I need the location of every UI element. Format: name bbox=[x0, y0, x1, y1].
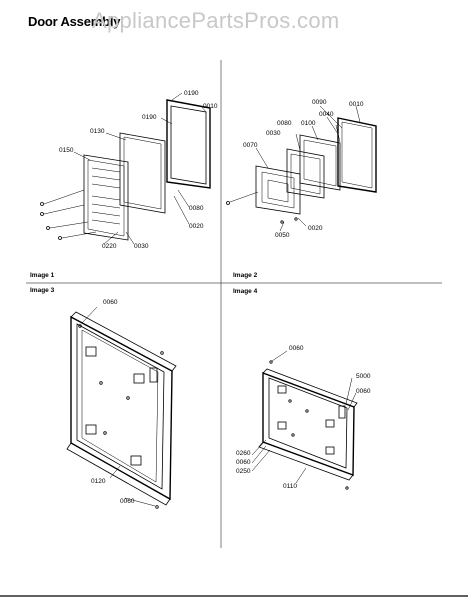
image4-label: Image 4 bbox=[233, 288, 258, 295]
callout-image2-0030: 0030 bbox=[266, 130, 281, 137]
callout-image2-0050: 0050 bbox=[275, 232, 290, 239]
callout-image3-0060a: 0060 bbox=[103, 299, 118, 306]
image2-label: Image 2 bbox=[233, 272, 258, 279]
image1-label: Image 1 bbox=[30, 272, 55, 279]
callout-image2-0070: 0070 bbox=[243, 142, 258, 149]
callout-image4-5000: 5000 bbox=[356, 373, 371, 380]
callout-image1-0190b: 0190 bbox=[142, 114, 157, 121]
callout-image3-0120: 0120 bbox=[91, 478, 106, 485]
watermark: AppliancePartsPros.com bbox=[92, 8, 340, 33]
image3-drawing bbox=[66, 306, 177, 509]
callout-image4-0060a: 0060 bbox=[289, 345, 304, 352]
callout-image2-0090: 0090 bbox=[312, 99, 327, 106]
callout-image4-0260: 0260 bbox=[236, 450, 251, 457]
callout-image1-0020: 0020 bbox=[189, 223, 204, 230]
callout-image1-0010: 0010 bbox=[203, 103, 218, 110]
callout-image4-0250: 0250 bbox=[236, 468, 251, 475]
callout-image2-0080: 0080 bbox=[277, 120, 292, 127]
callout-image2-0040: 0040 bbox=[319, 111, 334, 118]
callout-image1-0030: 0030 bbox=[134, 243, 149, 250]
callout-image1-0220: 0220 bbox=[102, 243, 117, 250]
image4-drawing bbox=[251, 350, 358, 490]
callout-image4-0110: 0110 bbox=[283, 483, 297, 490]
callout-image4-0060c: 0060 bbox=[236, 459, 251, 466]
callout-image1-0130: 0130 bbox=[90, 128, 105, 135]
callout-image3-0060b: 0060 bbox=[120, 498, 135, 505]
callout-image4-0060b: 0060 bbox=[356, 388, 371, 395]
callout-image2-0010: 0010 bbox=[349, 101, 364, 108]
callout-image1-0080: 0080 bbox=[189, 205, 204, 212]
page-title: Door Assembly bbox=[28, 14, 121, 29]
callout-image1-0190a: 0190 bbox=[184, 90, 199, 97]
image1-drawing bbox=[40, 92, 211, 245]
image3-label: Image 3 bbox=[30, 287, 55, 294]
callout-image1-0150: 0150 bbox=[59, 147, 74, 154]
callout-image2-0100: 0100 bbox=[301, 120, 316, 127]
image2-drawing bbox=[226, 105, 377, 232]
callout-image2-0020: 0020 bbox=[308, 225, 323, 232]
